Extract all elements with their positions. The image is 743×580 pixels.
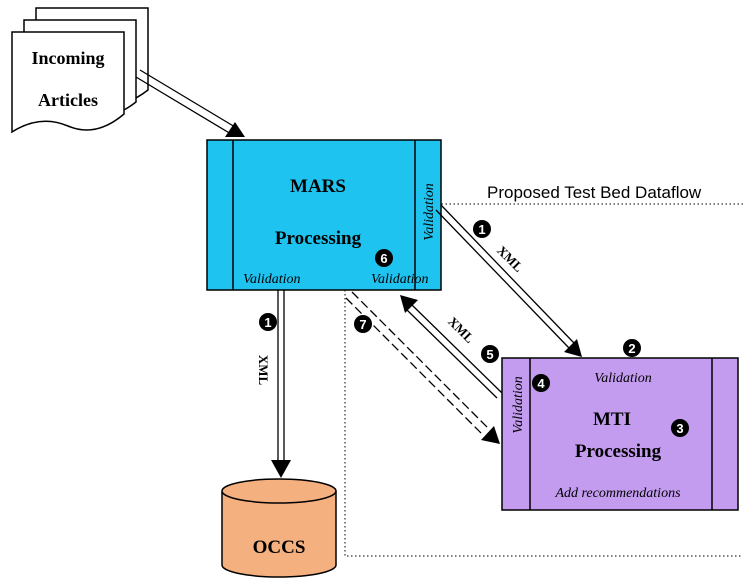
- incoming-articles-stack: Incoming Articles: [11, 7, 149, 134]
- step-badge-1-mti-number: 1: [478, 222, 485, 237]
- mti-validation-side: Validation: [511, 376, 526, 434]
- xml-label-to-occs: XML: [256, 355, 271, 386]
- mti-title-line2: Processing: [575, 441, 662, 462]
- mars-validation-side: Validation: [422, 183, 437, 241]
- incoming-label-line1: Incoming: [31, 48, 104, 68]
- step-badge-1-mti: 1: [473, 220, 491, 238]
- testbed-label: Proposed Test Bed Dataflow: [487, 183, 702, 202]
- step-badge-3: 3: [671, 419, 689, 437]
- incoming-doc-front: [11, 31, 125, 134]
- mti-add-recommendations: Add recommendations: [554, 486, 681, 501]
- step-badge-7: 7: [354, 315, 372, 333]
- step-badge-5: 5: [481, 345, 499, 363]
- mti-processing-box: Validation Validation MTI Processing Add…: [501, 357, 739, 511]
- xml-label-from-mti: XML: [445, 314, 477, 346]
- step-badge-4-number: 4: [537, 376, 545, 391]
- mars-validation-right: Validation: [371, 272, 429, 287]
- mars-title-line1: MARS: [290, 176, 346, 197]
- arrow-incoming-to-mars: [135, 69, 245, 137]
- step-badge-1-occs: 1: [259, 313, 277, 331]
- step-badge-3-number: 3: [676, 421, 683, 436]
- step-badge-7-number: 7: [359, 317, 366, 332]
- step-badge-5-number: 5: [486, 347, 493, 362]
- step-badge-6-number: 6: [380, 251, 387, 266]
- mars-title-line2: Processing: [275, 228, 362, 249]
- mti-validation-top: Validation: [594, 371, 652, 386]
- mars-validation-left: Validation: [243, 272, 301, 287]
- occs-database: OCCS: [221, 478, 337, 578]
- mti-title-line1: MTI: [593, 409, 631, 430]
- mars-processing-box: MARS Processing Validation Validation Va…: [206, 139, 442, 291]
- step-badge-6: 6: [375, 249, 393, 267]
- xml-label-to-mti: XML: [494, 243, 526, 275]
- step-badge-2-number: 2: [628, 341, 635, 356]
- arrow-mars-to-occs: XML: [256, 290, 291, 478]
- step-badge-2: 2: [623, 339, 641, 357]
- incoming-label-line2: Articles: [38, 90, 98, 110]
- step-badge-1-occs-number: 1: [264, 315, 271, 330]
- testbed-region: Proposed Test Bed Dataflow: [344, 183, 743, 557]
- step-badge-4: 4: [532, 374, 550, 392]
- occs-label: OCCS: [253, 537, 306, 558]
